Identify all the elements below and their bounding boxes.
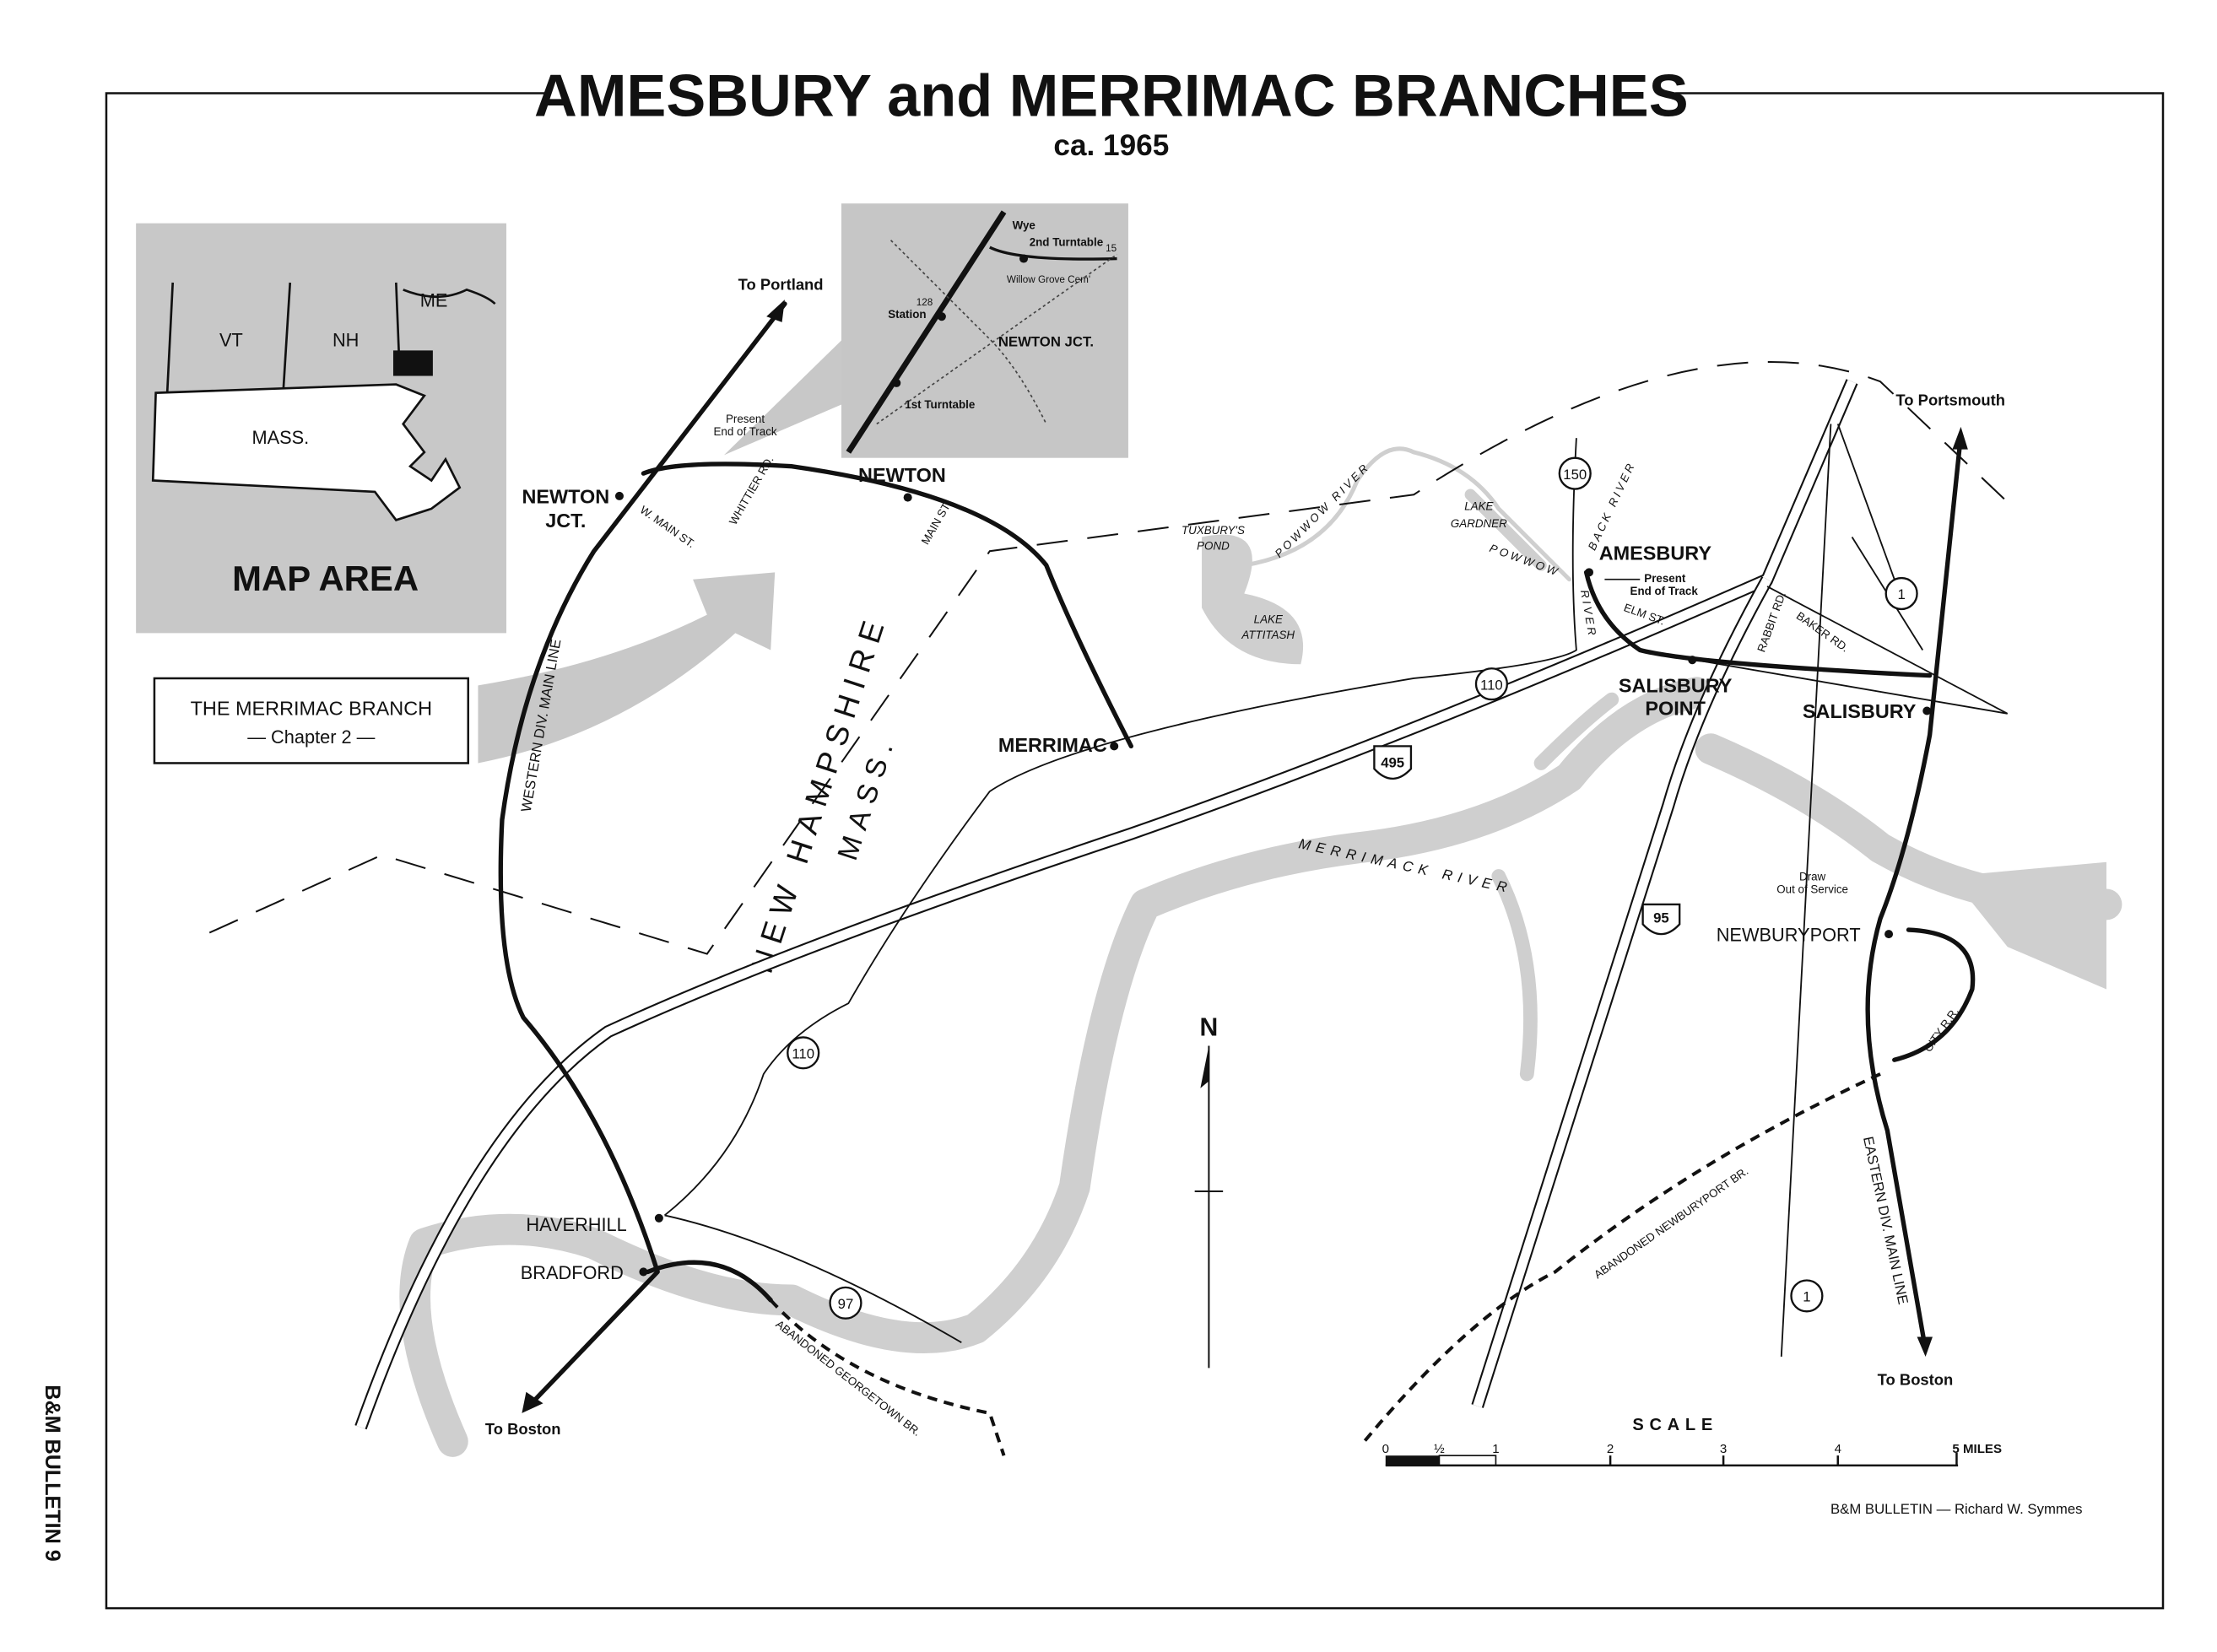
- svg-text:2: 2: [1607, 1442, 1614, 1456]
- svg-text:TUXBURY'S: TUXBURY'S: [1181, 524, 1245, 537]
- map-area-marker: [392, 350, 433, 376]
- svg-text:150: 150: [1563, 467, 1587, 483]
- svg-text:Station: Station: [888, 308, 926, 321]
- svg-text:LAKE: LAKE: [1254, 613, 1284, 626]
- svg-text:LAKE: LAKE: [1464, 500, 1494, 513]
- svg-text:SCALE: SCALE: [1632, 1416, 1718, 1434]
- scale-bar: SCALE 0 ½ 1 2 3 4 5 MILES: [1382, 1416, 2002, 1467]
- svg-text:To Portland: To Portland: [738, 275, 824, 293]
- inset-map: Wye 2nd Turntable Willow Grove Cem' Stat…: [841, 203, 1128, 458]
- svg-text:— Chapter 2 —: — Chapter 2 —: [247, 726, 375, 748]
- svg-text:97: 97: [838, 1296, 854, 1312]
- chapter-box: THE MERRIMAC BRANCH — Chapter 2 —: [153, 677, 470, 764]
- direction-labels: To Portland To Portsmouth To Boston To B…: [485, 275, 2005, 1438]
- svg-text:110: 110: [792, 1046, 814, 1062]
- map-subtitle: ca. 1965: [1053, 129, 1169, 162]
- svg-text:3: 3: [1720, 1442, 1727, 1456]
- svg-text:NEWBURYPORT: NEWBURYPORT: [1717, 925, 1861, 946]
- credit: B&M BULLETIN — Richard W. Symmes: [1830, 1501, 2083, 1517]
- abandoned-georgetown-branch: [769, 1298, 1006, 1456]
- svg-text:Out of Service: Out of Service: [1776, 883, 1848, 896]
- map-title: AMESBURY and MERRIMAC BRANCHES: [534, 62, 1689, 128]
- locator-map: VT NH ME MASS. MAP AREA: [136, 223, 506, 634]
- svg-text:Present: Present: [1644, 572, 1686, 585]
- svg-text:15: 15: [1106, 243, 1117, 254]
- svg-text:2nd Turntable: 2nd Turntable: [1030, 235, 1103, 248]
- svg-text:HAVERHILL: HAVERHILL: [526, 1214, 626, 1235]
- svg-text:1: 1: [1897, 586, 1905, 602]
- roads: [354, 379, 2009, 1430]
- merrimac-branch: [641, 462, 1133, 749]
- svg-text:Present: Present: [726, 413, 765, 425]
- town-labels: NEWTON JCT. NEWTON MERRIMAC AMESBURY SAL…: [521, 464, 1917, 1283]
- svg-text:THE MERRIMAC BRANCH: THE MERRIMAC BRANCH: [191, 698, 432, 720]
- svg-text:POND: POND: [1197, 540, 1230, 553]
- svg-text:ATTITASH: ATTITASH: [1241, 629, 1295, 641]
- massachusetts-shape: [151, 383, 462, 521]
- svg-text:Willow Grove Cem': Willow Grove Cem': [1007, 274, 1090, 285]
- railroads: [498, 300, 1976, 1456]
- eastern-division-main-line: [1865, 433, 1964, 1352]
- svg-text:495: 495: [1381, 754, 1404, 770]
- north-arrow: N: [1194, 1014, 1224, 1369]
- abandoned-newburyport-branch: [1363, 1072, 1881, 1443]
- svg-text:VT: VT: [219, 329, 243, 350]
- svg-text:½: ½: [1434, 1442, 1445, 1456]
- svg-text:AMESBURY: AMESBURY: [1599, 542, 1712, 564]
- svg-text:0: 0: [1382, 1442, 1389, 1456]
- svg-text:110: 110: [1480, 677, 1503, 693]
- annotations: Present End of Track Present End of Trac…: [713, 413, 1847, 896]
- side-caption: B&M BULLETIN 9: [41, 1385, 64, 1561]
- svg-text:BRADFORD: BRADFORD: [521, 1262, 624, 1283]
- station-dots: [614, 491, 1932, 1277]
- svg-text:MERRIMAC: MERRIMAC: [998, 734, 1107, 756]
- route-shields: 150 110 495 95 1 110 97 1: [787, 456, 1918, 1320]
- svg-text:1: 1: [1492, 1442, 1499, 1456]
- svg-text:128: 128: [917, 297, 933, 308]
- svg-text:POINT: POINT: [1645, 698, 1706, 720]
- svg-text:To Boston: To Boston: [485, 1420, 561, 1438]
- merrimack-river: [399, 446, 2122, 1457]
- svg-text:End of Track: End of Track: [1630, 585, 1699, 597]
- svg-text:NEWTON: NEWTON: [858, 464, 946, 486]
- svg-text:5 MILES: 5 MILES: [1952, 1442, 2002, 1456]
- svg-text:To Boston: To Boston: [1878, 1370, 1954, 1388]
- svg-text:End of Track: End of Track: [713, 425, 776, 438]
- svg-text:1st Turntable: 1st Turntable: [905, 398, 975, 411]
- svg-text:Wye: Wye: [1013, 219, 1036, 231]
- svg-text:JCT.: JCT.: [545, 510, 586, 532]
- svg-text:MASS.: MASS.: [251, 427, 309, 448]
- svg-text:1: 1: [1803, 1289, 1810, 1305]
- svg-text:SALISBURY: SALISBURY: [1803, 700, 1917, 722]
- svg-text:To Portsmouth: To Portsmouth: [1895, 391, 2005, 409]
- western-division-main-line: [498, 301, 787, 1410]
- svg-text:NH: NH: [333, 329, 359, 350]
- svg-text:95: 95: [1653, 910, 1669, 926]
- svg-text:Draw: Draw: [1799, 870, 1826, 883]
- amesbury-branch: [1583, 570, 1933, 678]
- svg-text:N: N: [1200, 1014, 1219, 1042]
- state-border: [208, 360, 2015, 955]
- svg-text:NEWTON: NEWTON: [522, 485, 609, 507]
- map-area-label: MAP AREA: [232, 559, 419, 598]
- svg-text:4: 4: [1835, 1442, 1841, 1456]
- svg-text:GARDNER: GARDNER: [1451, 517, 1507, 530]
- svg-text:NEWTON JCT.: NEWTON JCT.: [998, 333, 1094, 349]
- city-railroad: [1892, 927, 1976, 1062]
- map-area-arrow: [478, 572, 776, 764]
- svg-text:ME: ME: [420, 289, 448, 310]
- svg-text:SALISBURY: SALISBURY: [1619, 675, 1733, 697]
- map-frame: [105, 92, 2165, 1610]
